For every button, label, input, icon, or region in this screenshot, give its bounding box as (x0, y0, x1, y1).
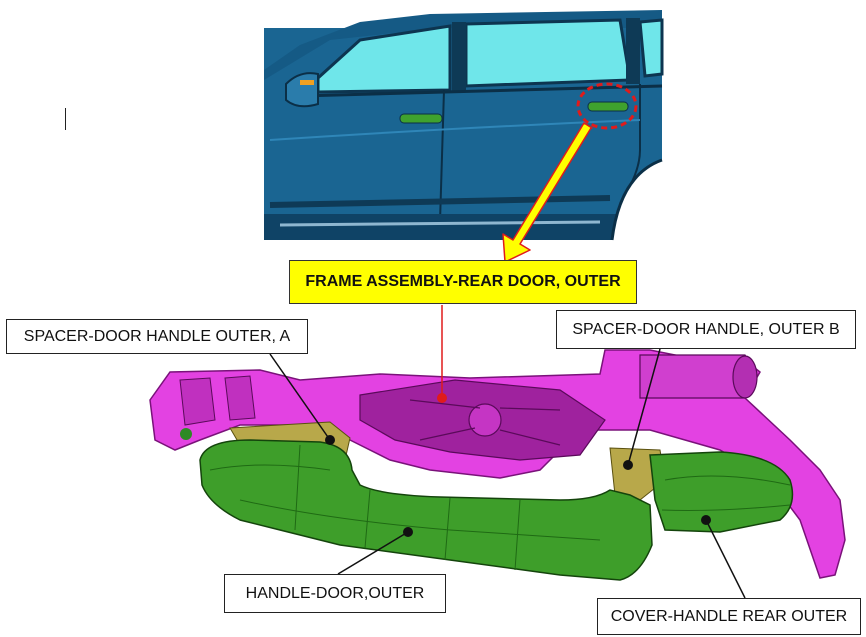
label-spacer-b: SPACER-DOOR HANDLE, OUTER B (556, 310, 856, 349)
leader-spacer-b-dot (623, 460, 633, 470)
label-spacer-a: SPACER-DOOR HANDLE OUTER, A (6, 319, 308, 354)
leader-handle (337, 531, 409, 575)
leader-cover-dot (701, 515, 711, 525)
callout-circle (576, 82, 638, 130)
leader-lines (269, 305, 746, 599)
car-image (264, 8, 664, 241)
text-cursor (65, 108, 66, 130)
leader-title-dot (437, 393, 447, 403)
leader-spacer-a (269, 353, 331, 441)
title-label: FRAME ASSEMBLY-REAR DOOR, OUTER (289, 260, 637, 304)
leader-spacer-b (627, 348, 661, 466)
leader-cover (705, 519, 746, 599)
label-handle: HANDLE-DOOR,OUTER (224, 574, 446, 613)
handle-assembly-illustration (149, 349, 846, 581)
leader-spacer-a-dot (325, 435, 335, 445)
leader-handle-dot (403, 527, 413, 537)
label-cover: COVER-HANDLE REAR OUTER (597, 598, 861, 635)
